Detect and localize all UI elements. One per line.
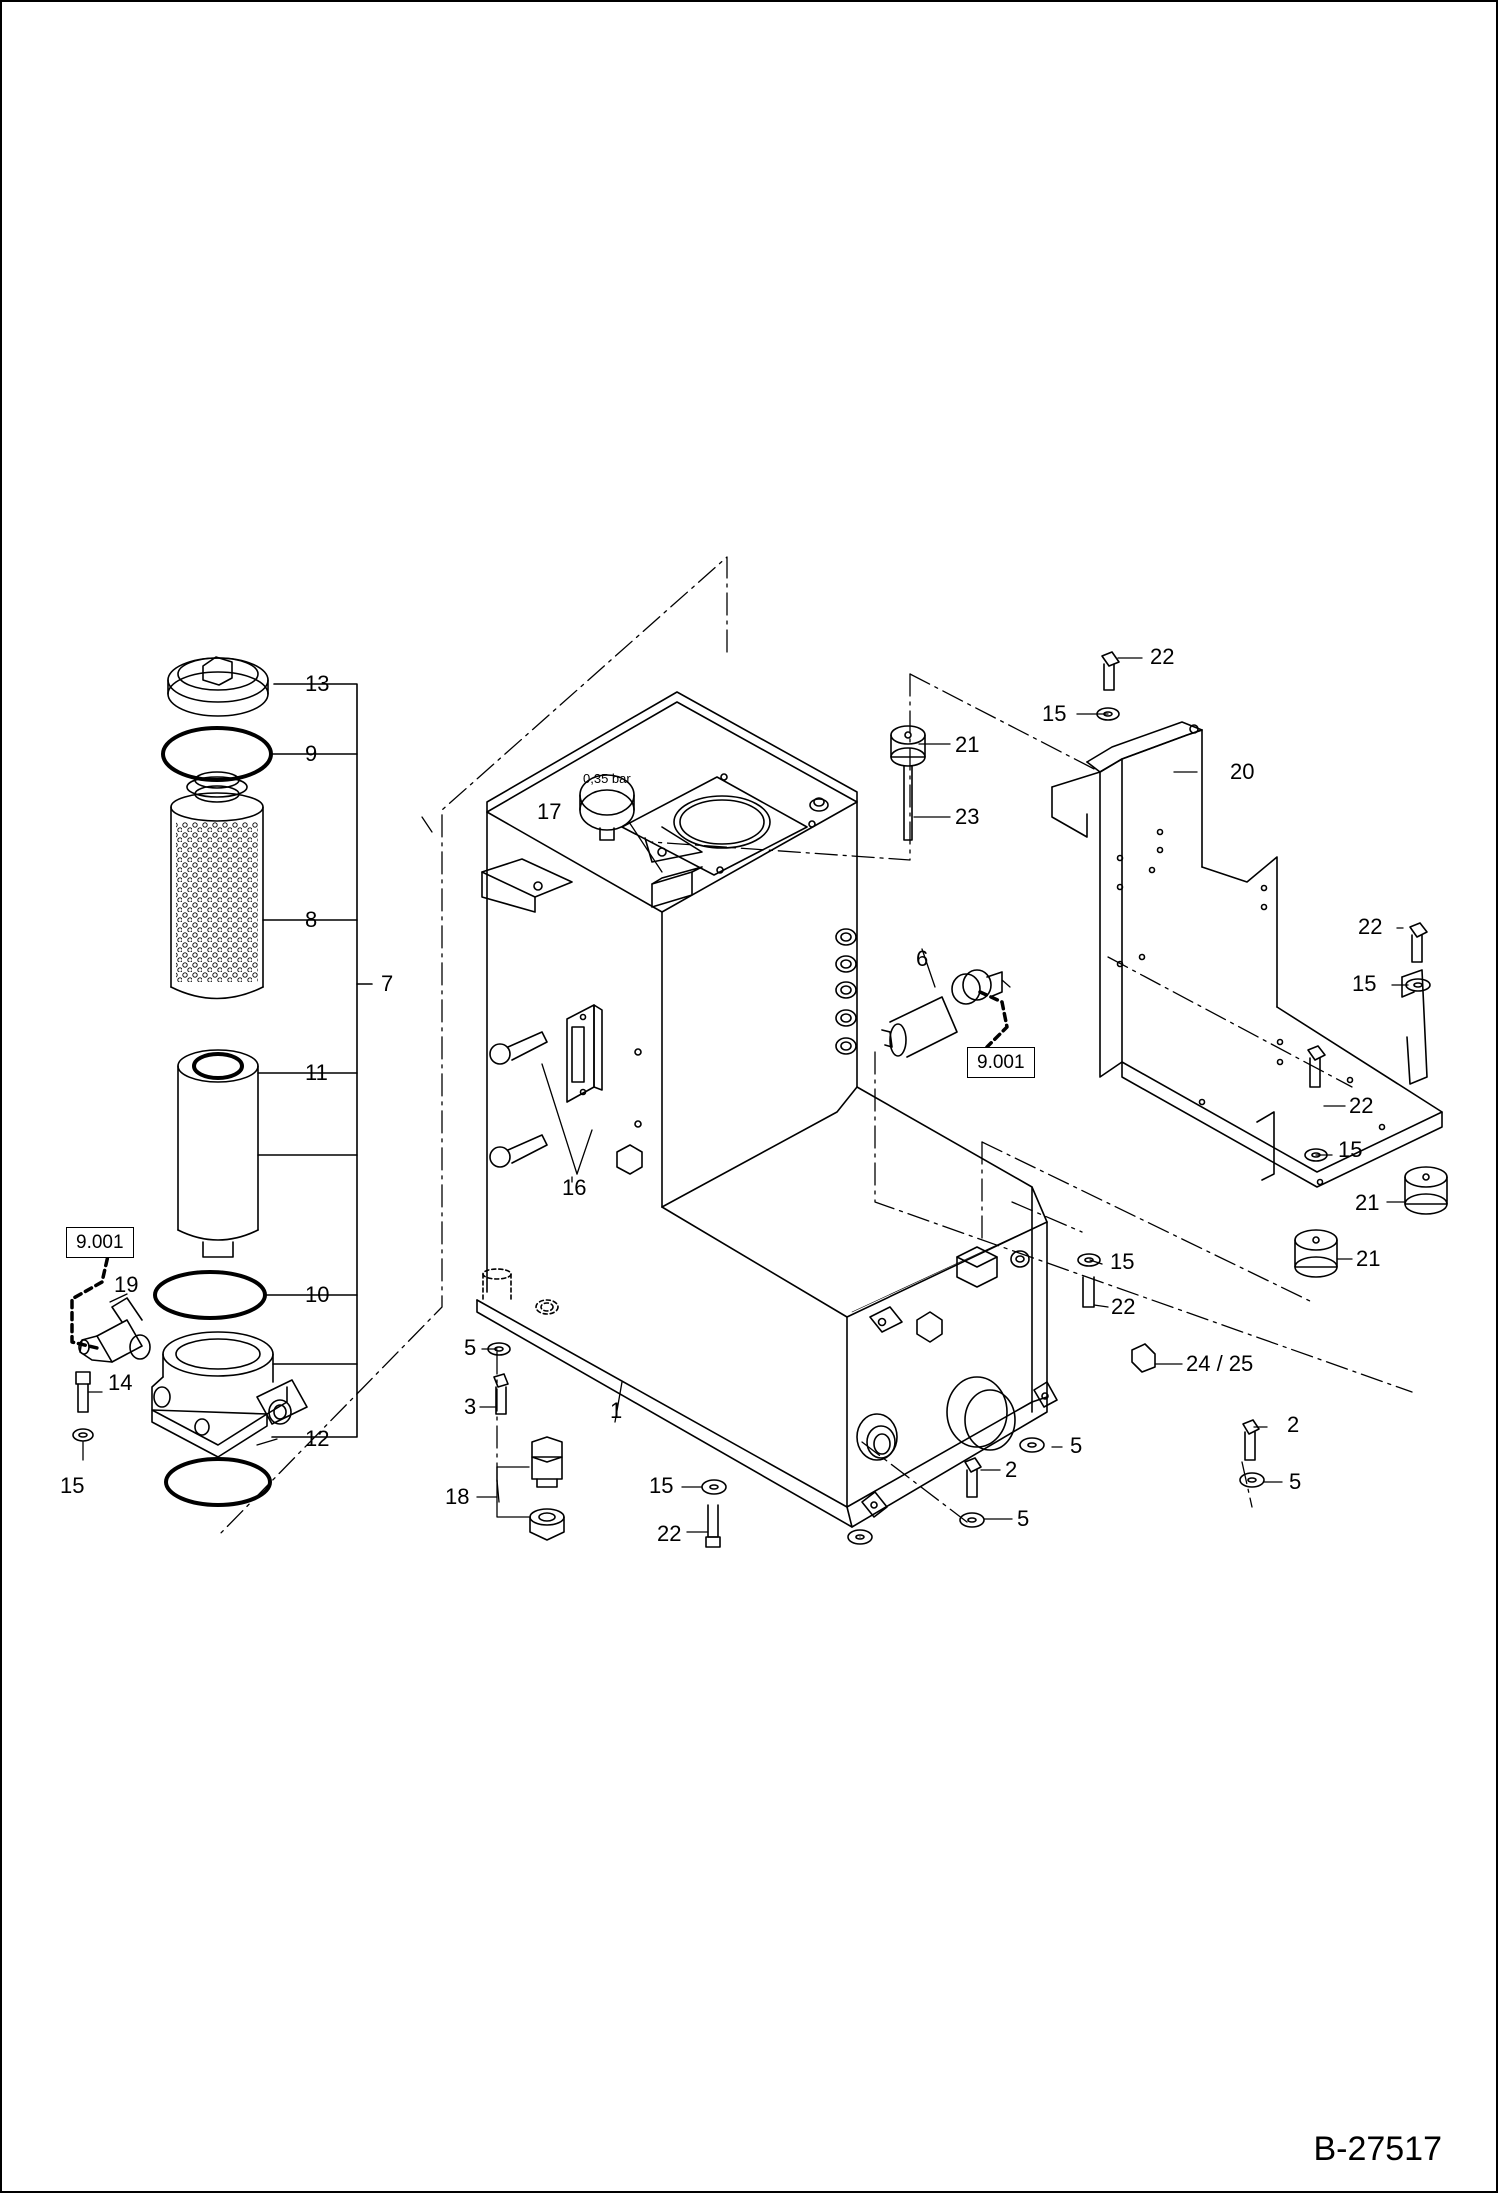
document-number: B-27517 bbox=[1313, 2130, 1442, 2168]
callout-16: 16 bbox=[562, 1175, 587, 1200]
callout-1: 1 bbox=[610, 1398, 623, 1423]
return-filter-assembly bbox=[151, 656, 373, 1507]
callout-20: 20 bbox=[1230, 759, 1255, 784]
callout-15-shelf: 15 bbox=[1110, 1249, 1135, 1274]
reference-box-left: 9.001 bbox=[66, 1227, 134, 1258]
callout-14: 14 bbox=[108, 1370, 133, 1395]
callout-18: 18 bbox=[445, 1484, 470, 1509]
callout-11: 11 bbox=[305, 1060, 328, 1085]
callout-7: 7 bbox=[381, 971, 394, 996]
callout-5-bottom: 5 bbox=[1017, 1506, 1030, 1531]
callout-17: 17 bbox=[537, 799, 562, 824]
callout-2-center: 2 bbox=[1005, 1457, 1018, 1482]
callout-22-base: 22 bbox=[657, 1521, 682, 1546]
callout-21-top: 21 bbox=[955, 732, 980, 757]
callout-15-bracket-low: 15 bbox=[1338, 1137, 1363, 1162]
callout-23: 23 bbox=[955, 804, 980, 829]
callout-3: 3 bbox=[464, 1394, 477, 1419]
leader-lines bbox=[82, 657, 1409, 1538]
small-parts bbox=[72, 651, 1448, 1548]
reference-box-right: 9.001 bbox=[967, 1047, 1035, 1078]
side-fittings bbox=[835, 928, 857, 1055]
callout-22-shelf: 22 bbox=[1111, 1294, 1136, 1319]
callout-15-bracket-right: 15 bbox=[1352, 971, 1377, 996]
callout-8: 8 bbox=[305, 907, 318, 932]
callout-21-mid: 21 bbox=[1356, 1246, 1381, 1271]
callout-13: 13 bbox=[305, 671, 330, 696]
callout-15-base: 15 bbox=[649, 1473, 674, 1498]
callout-21-right: 21 bbox=[1355, 1190, 1380, 1215]
callout-22-right: 22 bbox=[1358, 914, 1383, 939]
hydraulic-tank bbox=[476, 691, 1058, 1528]
callout-10: 10 bbox=[305, 1282, 330, 1307]
callout-22-bracket-low: 22 bbox=[1349, 1093, 1374, 1118]
callout-15-filter: 15 bbox=[60, 1473, 85, 1498]
callout-19: 19 bbox=[114, 1272, 139, 1297]
callout-5-left: 5 bbox=[464, 1335, 477, 1360]
callout-24-25: 24 / 25 bbox=[1186, 1351, 1254, 1376]
callout-6: 6 bbox=[916, 946, 929, 971]
callout-22-top: 22 bbox=[1150, 644, 1175, 669]
elbow-fitting bbox=[78, 1297, 151, 1363]
cap-pressure-label: 0,35 bar bbox=[583, 771, 631, 786]
battery-bracket bbox=[1051, 721, 1443, 1188]
callout-5-right: 5 bbox=[1289, 1469, 1302, 1494]
callout-5-base: 5 bbox=[1070, 1433, 1083, 1458]
reference-links bbox=[70, 990, 1009, 1350]
callout-2-right: 2 bbox=[1287, 1412, 1300, 1437]
phantom-lines bbox=[216, 556, 1413, 1538]
callout-9: 9 bbox=[305, 741, 318, 766]
callout-15-bracket-top: 15 bbox=[1042, 701, 1067, 726]
callout-12: 12 bbox=[305, 1426, 330, 1451]
